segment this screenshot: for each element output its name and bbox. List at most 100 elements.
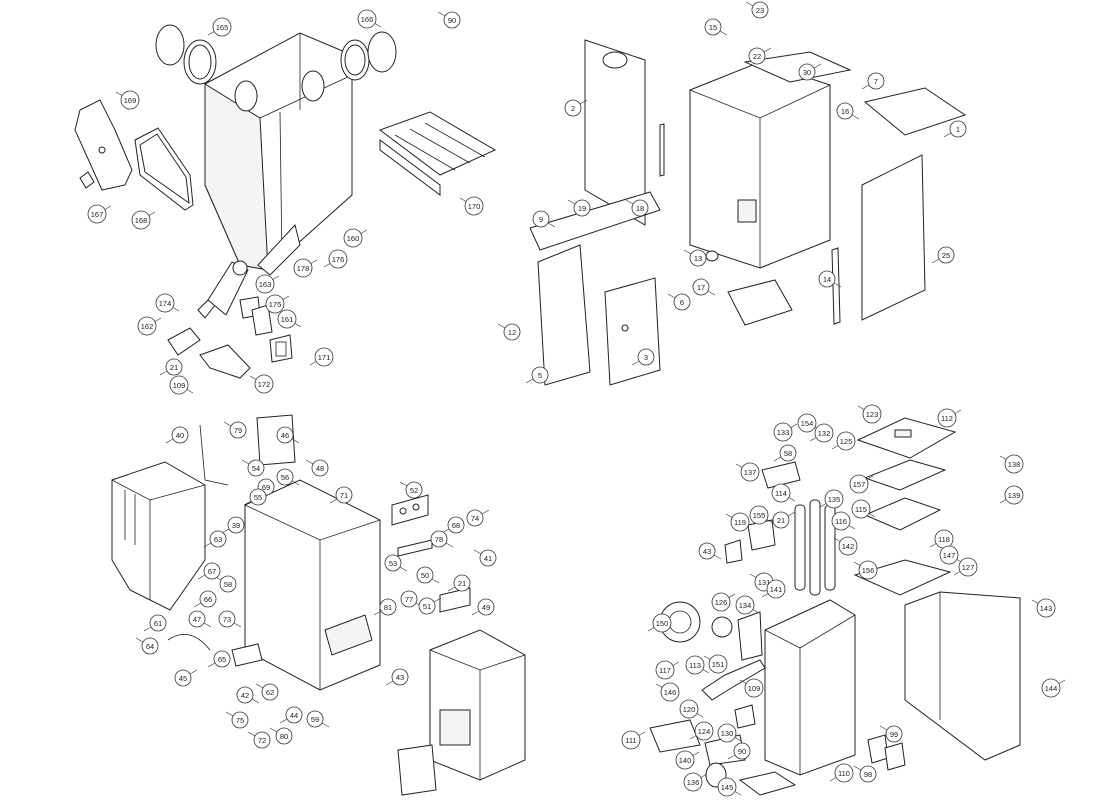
part-number: 77 — [405, 595, 413, 604]
callout-circle — [384, 554, 402, 572]
callout-circle — [155, 293, 175, 313]
callout-casing-2: 2 — [564, 99, 582, 117]
callout-hopper-178: 178 — [293, 258, 313, 278]
callout-frame-54: 54 — [247, 459, 265, 477]
part-number: 23 — [756, 6, 764, 15]
part-number: 63 — [214, 535, 222, 544]
callout-circle — [711, 592, 731, 612]
callout-hopper-172: 172 — [254, 374, 274, 394]
callout-boiler-115: 115 — [851, 499, 871, 519]
callout-circle — [771, 483, 791, 503]
callout-frame-75: 75 — [231, 711, 249, 729]
callout-circle — [717, 777, 737, 797]
part-number: 2 — [571, 104, 575, 113]
callout-hopper-160: 160 — [343, 228, 363, 248]
callout-circle — [1041, 678, 1061, 698]
callout-circle — [824, 489, 844, 509]
part-number: 65 — [218, 655, 226, 664]
part-number: 71 — [340, 491, 348, 500]
callout-circle — [849, 474, 869, 494]
part-number: 170 — [468, 202, 481, 211]
callout-circle — [717, 723, 737, 743]
callout-circle — [131, 210, 151, 230]
callout-circle — [637, 348, 655, 366]
callout-circle — [773, 422, 793, 442]
callout-boiler-130: 130 — [717, 723, 737, 743]
callout-circle — [247, 459, 265, 477]
frame-assembly — [111, 414, 526, 796]
part-number: 47 — [193, 615, 201, 624]
callout-frame-55: 55 — [249, 488, 267, 506]
callout-casing-3: 3 — [637, 348, 655, 366]
part-number: 160 — [347, 234, 360, 243]
part-number: 16 — [841, 107, 849, 116]
callout-circle — [328, 249, 348, 269]
callout-circle — [937, 246, 955, 264]
callout-circle — [343, 228, 363, 248]
callout-frame-58: 58 — [219, 575, 237, 593]
callout-circle — [293, 258, 313, 278]
part-number: 147 — [943, 551, 956, 560]
callout-circle — [730, 512, 750, 532]
part-number: 174 — [159, 299, 172, 308]
casing-assembly — [529, 39, 967, 386]
part-number: 53 — [389, 559, 397, 568]
callout-boiler-111: 111 — [621, 730, 641, 750]
callout-frame-51: 51 — [418, 597, 436, 615]
callout-boiler-156: 156 — [858, 560, 878, 580]
callout-boiler-109: 109 — [744, 678, 764, 698]
part-number: 150 — [656, 619, 669, 628]
part-number: 119 — [734, 518, 746, 527]
part-number: 25 — [942, 251, 950, 260]
part-number: 21 — [170, 363, 178, 372]
callout-circle — [949, 120, 967, 138]
callout-boiler-141: 141 — [766, 579, 786, 599]
callout-circle — [218, 610, 236, 628]
callout-circle — [818, 270, 836, 288]
part-number: 44 — [290, 711, 298, 720]
callout-casing-9: 9 — [532, 210, 550, 228]
callout-circle — [188, 610, 206, 628]
part-number: 45 — [179, 674, 187, 683]
callout-casing-16: 16 — [836, 102, 854, 120]
callout-circle — [797, 413, 817, 433]
callout-circle — [285, 706, 303, 724]
part-number: 21 — [458, 579, 466, 588]
callout-frame-45: 45 — [174, 669, 192, 687]
part-number: 135 — [828, 495, 841, 504]
part-number: 109 — [173, 381, 186, 390]
part-number: 114 — [775, 489, 787, 498]
callout-circle — [673, 293, 691, 311]
part-number: 125 — [840, 437, 853, 446]
callout-hopper-167: 167 — [87, 204, 107, 224]
part-number: 155 — [753, 511, 766, 520]
callout-circle — [748, 47, 766, 65]
callout-circle — [479, 549, 497, 567]
callout-circle — [213, 650, 231, 668]
callout-hopper-163: 163 — [255, 274, 275, 294]
callout-circle — [564, 99, 582, 117]
callout-circle — [212, 17, 232, 37]
callout-circle — [249, 488, 267, 506]
callout-circle — [679, 699, 699, 719]
callout-boiler-90: 90 — [733, 742, 751, 760]
callout-frame-62: 62 — [261, 683, 279, 701]
callout-circle — [532, 210, 550, 228]
callout-circle — [838, 536, 858, 556]
part-number: 146 — [664, 688, 677, 697]
callout-boiler-120: 120 — [679, 699, 699, 719]
callout-circle — [171, 426, 189, 444]
callout-boiler-143: 143 — [1036, 598, 1056, 618]
callout-boiler-147: 147 — [939, 545, 959, 565]
callout-frame-56: 56 — [276, 468, 294, 486]
part-number: 90 — [738, 747, 746, 756]
callout-circle — [655, 660, 675, 680]
callout-hopper-170: 170 — [464, 196, 484, 216]
callout-circle — [120, 90, 140, 110]
part-number: 130 — [721, 729, 734, 738]
callout-circle — [766, 579, 786, 599]
callout-frame-53: 53 — [384, 554, 402, 572]
callout-circle — [464, 196, 484, 216]
part-number: 14 — [823, 275, 831, 284]
callout-circle — [199, 590, 217, 608]
